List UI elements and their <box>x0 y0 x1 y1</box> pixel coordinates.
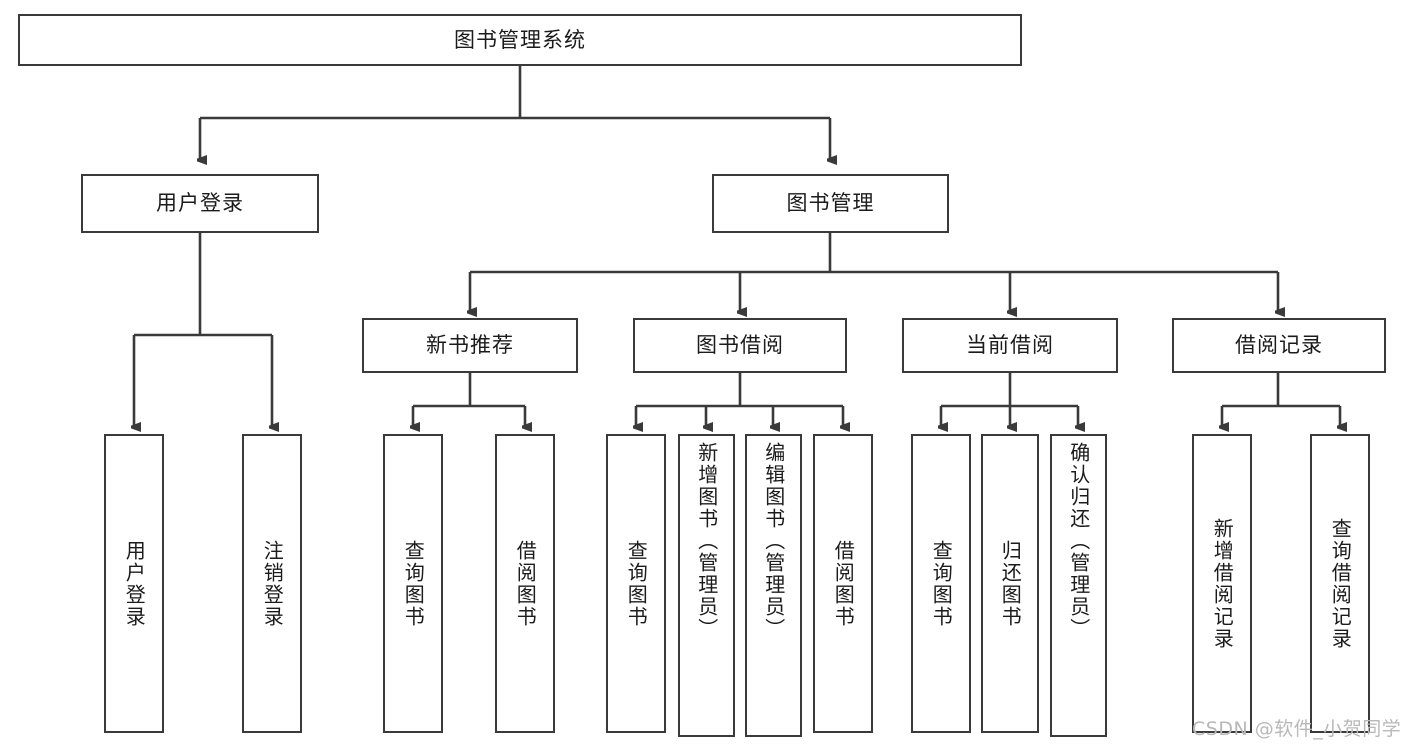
node-borrow-record[interactable]: 借阅记录 <box>1172 318 1386 373</box>
leaf-return-book[interactable]: 归还图书 <box>981 434 1039 733</box>
leaf-label: 确认归还（管理员） <box>1066 442 1091 640</box>
leaf-label: 查询图书 <box>401 539 426 628</box>
leaf-add-borrow-record[interactable]: 新增借阅记录 <box>1192 434 1252 733</box>
leaf-query-borrow-record[interactable]: 查询借阅记录 <box>1310 434 1370 733</box>
leaf-query-book-recommend[interactable]: 查询图书 <box>383 434 443 733</box>
node-new-book-recommend[interactable]: 新书推荐 <box>362 318 578 373</box>
leaf-label: 新增图书（管理员） <box>694 442 719 640</box>
leaf-label: 查询图书 <box>929 539 954 628</box>
leaf-label: 查询图书 <box>624 539 649 628</box>
csdn-watermark: CSDN @软件_小贺同学 <box>1192 718 1402 740</box>
node-label: 图书管理系统 <box>454 27 586 52</box>
leaf-label: 借阅图书 <box>831 539 856 628</box>
node-label: 新书推荐 <box>426 333 514 358</box>
node-label: 用户登录 <box>156 191 244 216</box>
leaf-label: 查询借阅记录 <box>1328 517 1353 650</box>
leaf-confirm-return-admin[interactable]: 确认归还（管理员） <box>1050 434 1107 737</box>
node-book-borrow[interactable]: 图书借阅 <box>633 318 847 373</box>
leaf-logout-login[interactable]: 注销登录 <box>242 434 302 733</box>
node-label: 图书借阅 <box>696 333 784 358</box>
leaf-borrow-book-recommend[interactable]: 借阅图书 <box>495 434 555 733</box>
leaf-label: 借阅图书 <box>513 539 538 628</box>
leaf-label: 新增借阅记录 <box>1210 517 1235 650</box>
leaf-label: 用户登录 <box>122 539 147 628</box>
node-label: 图书管理 <box>786 191 875 216</box>
leaf-query-book-borrow[interactable]: 查询图书 <box>606 434 666 733</box>
node-label: 借阅记录 <box>1235 333 1323 358</box>
node-user-login[interactable]: 用户登录 <box>81 174 319 233</box>
leaf-edit-book-admin[interactable]: 编辑图书（管理员） <box>745 434 802 737</box>
leaf-label: 注销登录 <box>260 539 285 628</box>
leaf-add-book-admin[interactable]: 新增图书（管理员） <box>678 434 735 737</box>
node-book-management[interactable]: 图书管理 <box>712 174 949 233</box>
node-label: 当前借阅 <box>966 333 1054 358</box>
node-current-borrow[interactable]: 当前借阅 <box>902 318 1118 373</box>
node-root-book-management-system[interactable]: 图书管理系统 <box>18 14 1022 66</box>
leaf-user-login[interactable]: 用户登录 <box>104 434 164 733</box>
leaf-borrow-book-borrow[interactable]: 借阅图书 <box>813 434 873 733</box>
leaf-label: 编辑图书（管理员） <box>761 442 786 640</box>
leaf-query-book-current[interactable]: 查询图书 <box>911 434 971 733</box>
leaf-label: 归还图书 <box>998 539 1023 628</box>
